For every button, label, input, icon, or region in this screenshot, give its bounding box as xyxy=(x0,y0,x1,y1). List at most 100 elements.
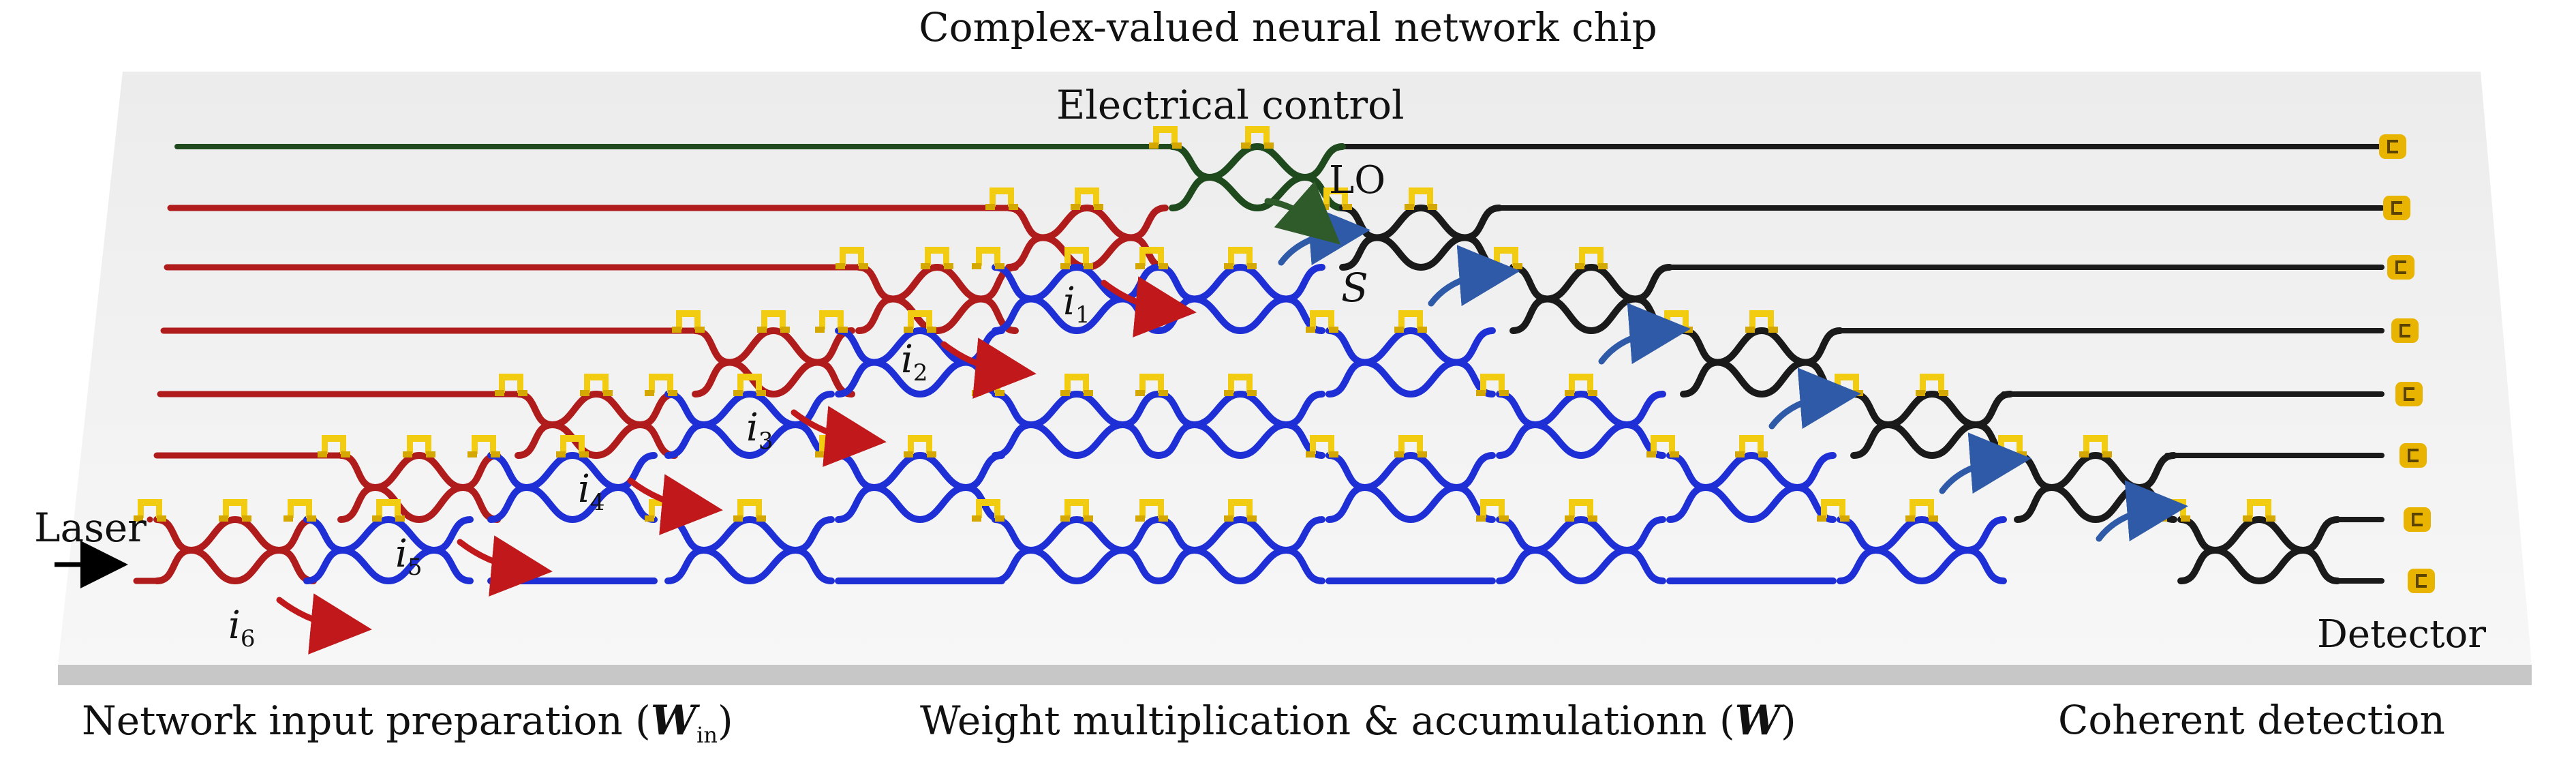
waveguide xyxy=(515,391,678,459)
caption-weight-multiplication: Weight multiplication & accumulationn (W… xyxy=(920,697,1796,745)
waveguide xyxy=(1496,391,1666,459)
heater-electrode xyxy=(672,310,705,333)
chip-front-face xyxy=(58,665,2532,685)
waveguide xyxy=(153,516,317,584)
heater-electrode xyxy=(972,499,1005,522)
heater-electrode xyxy=(1135,499,1168,522)
input-label-4: i4 xyxy=(578,467,605,516)
waveguide xyxy=(1155,516,1325,584)
waveguide xyxy=(992,516,1162,584)
heater-electrode xyxy=(904,310,936,333)
waveguide xyxy=(992,391,1162,459)
waveguide xyxy=(1837,516,2007,584)
chip-top-surface xyxy=(58,72,2532,665)
heater-electrode xyxy=(1565,499,1597,522)
waveguide xyxy=(1850,391,2014,459)
heater-electrode xyxy=(1476,499,1509,522)
detector-label: Detector xyxy=(2317,612,2487,657)
heater-electrode xyxy=(318,435,350,457)
waveguide xyxy=(1325,327,1496,397)
heater-electrode xyxy=(1575,247,1608,269)
waveguide xyxy=(1509,264,1673,334)
heater-electrode xyxy=(835,247,868,269)
photodetector xyxy=(2408,569,2435,593)
waveguide xyxy=(855,264,1019,334)
lo-label: LO xyxy=(1329,158,1386,202)
heater-electrode xyxy=(1306,310,1338,333)
input-arrow xyxy=(276,593,372,655)
signal-arrow xyxy=(1768,368,1861,430)
heater-electrode xyxy=(1394,310,1427,333)
waveguide xyxy=(1666,452,1837,523)
waveguide xyxy=(153,516,317,584)
input-arrow xyxy=(627,474,723,535)
photodetector xyxy=(2391,318,2419,343)
caption-input-preparation: Network input preparation (Win) xyxy=(82,697,733,748)
heater-electrode xyxy=(495,374,527,396)
laser-label: Laser xyxy=(34,505,147,551)
waveguide xyxy=(664,516,835,584)
signal-arrow xyxy=(1598,303,1691,365)
heater-electrode xyxy=(1476,374,1509,396)
signal-arrow xyxy=(1428,245,1520,307)
heater-electrode xyxy=(815,310,848,333)
chip-title: Complex-valued neural network chip xyxy=(919,4,1657,50)
photodetector xyxy=(2395,382,2423,406)
waveguide xyxy=(1837,516,2007,584)
heater-electrode xyxy=(372,499,405,522)
waveguide xyxy=(1666,452,1837,523)
waveguide xyxy=(337,452,501,523)
waveguide xyxy=(303,516,474,584)
heater-electrode xyxy=(134,499,166,522)
heater-electrode xyxy=(1241,126,1274,149)
heater-electrode xyxy=(972,247,1005,269)
heater-electrode xyxy=(1916,374,1948,396)
waveguide xyxy=(1496,391,1666,459)
input-arrow xyxy=(791,406,887,467)
input-label-1: i1 xyxy=(1063,280,1090,329)
heater-electrode xyxy=(1060,247,1093,269)
waveguide xyxy=(692,327,855,397)
waveguide xyxy=(1325,452,1496,523)
heater-electrode xyxy=(921,247,953,269)
heater-electrode xyxy=(733,374,766,396)
electrical-control-label: Electrical control xyxy=(1056,82,1405,128)
heater-electrode xyxy=(1905,499,1938,522)
waveguide xyxy=(487,452,658,523)
heater-electrode xyxy=(1735,435,1768,457)
waveguide xyxy=(337,452,501,523)
waveguide xyxy=(2177,516,2341,584)
heater-electrode xyxy=(645,374,677,396)
waveguide xyxy=(835,452,1005,523)
waveguide xyxy=(835,452,1005,523)
waveguide xyxy=(992,391,1162,459)
waveguide xyxy=(1850,391,2014,459)
photodetector xyxy=(2399,443,2427,468)
heater-electrode xyxy=(2243,499,2275,522)
heater-electrode xyxy=(1405,188,1437,210)
waveguide xyxy=(1496,516,1666,584)
heater-electrode xyxy=(904,435,936,457)
waveguide xyxy=(692,327,855,397)
heater-electrode xyxy=(1149,126,1182,149)
waveguide xyxy=(855,264,1019,334)
lo-arrow xyxy=(1264,181,1341,245)
waveguide xyxy=(1155,391,1325,459)
signal-arrow xyxy=(1939,432,2031,494)
input-label-2: i2 xyxy=(901,338,928,387)
input-arrow xyxy=(457,535,553,597)
waveguide xyxy=(664,391,835,459)
input-arrow xyxy=(1101,276,1197,338)
heater-electrode xyxy=(1646,435,1679,457)
heater-electrode xyxy=(467,435,500,457)
input-label-5: i5 xyxy=(395,532,423,581)
input-label-3: i3 xyxy=(746,406,773,455)
heater-electrode xyxy=(580,374,613,396)
waveguide xyxy=(1496,516,1666,584)
photodetector xyxy=(2387,255,2414,280)
caption-coherent-detection: Coherent detection xyxy=(2058,697,2445,743)
waveguide xyxy=(1169,143,1346,211)
heater-electrode xyxy=(1224,499,1257,522)
input-label-6: i6 xyxy=(228,603,256,652)
